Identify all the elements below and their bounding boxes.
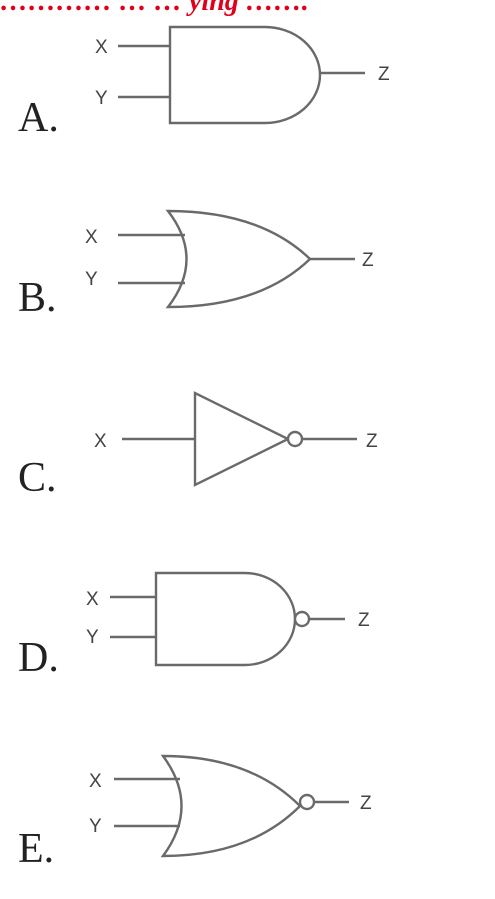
option-label: C.: [18, 455, 57, 501]
nand-gate-icon: [154, 571, 311, 667]
not-gate-icon: [193, 391, 304, 487]
input-label-y: Y: [85, 269, 98, 290]
input-label-y: Y: [89, 816, 102, 837]
input-label-y: Y: [86, 627, 99, 648]
input-label-x: X: [85, 227, 98, 248]
option-label: B.: [18, 275, 57, 321]
output-label-z: Z: [366, 431, 378, 452]
option-a: A. X Y Z: [18, 25, 390, 141]
nor-gate-icon: [160, 754, 316, 858]
input-label-y: Y: [95, 88, 108, 109]
or-gate-icon: [165, 209, 312, 309]
output-label-z: Z: [358, 610, 370, 631]
header-fragment: ………… … … ying …….: [0, 0, 309, 17]
option-c: C. X Z: [18, 391, 378, 501]
option-d: D. X Y Z: [18, 571, 370, 681]
option-e: E. X Y Z: [18, 754, 372, 872]
option-b: B. X Y Z: [18, 209, 374, 321]
option-label: D.: [18, 635, 59, 681]
input-label-x: X: [95, 37, 108, 58]
output-label-z: Z: [362, 250, 374, 271]
option-label: E.: [18, 826, 54, 872]
output-label-z: Z: [360, 793, 372, 814]
input-label-x: X: [94, 431, 107, 452]
input-label-x: X: [86, 589, 99, 610]
output-label-z: Z: [378, 64, 390, 85]
option-label: A.: [18, 95, 59, 141]
and-gate-icon: [168, 25, 322, 125]
input-label-x: X: [89, 771, 102, 792]
